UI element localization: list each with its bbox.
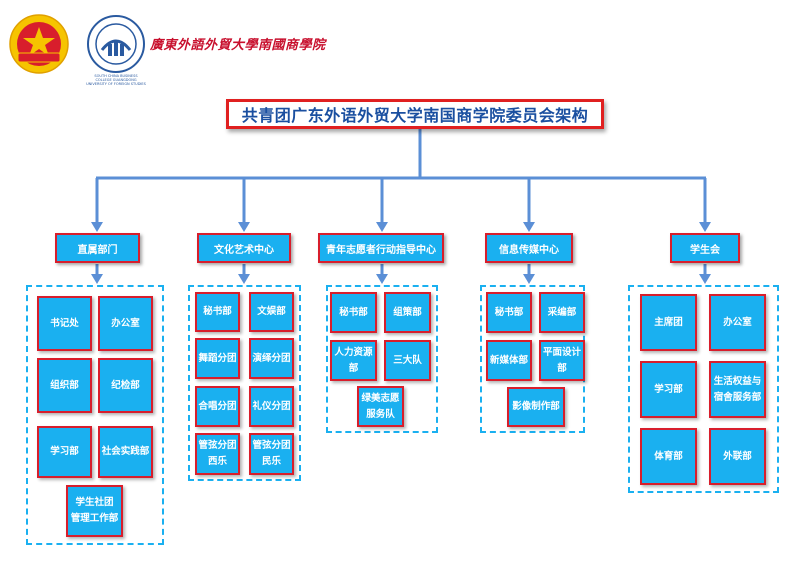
school-name: 廣東外語外貿大學南國商學院: [150, 38, 326, 53]
arrowhead-icon: [523, 222, 535, 232]
unit-box: 合唱分团: [195, 386, 240, 427]
unit-box: 社会实践部: [98, 426, 153, 478]
school-english-name: SOUTH CHINA BUSINESS COLLEGE GUANGDONG U…: [86, 74, 146, 86]
unit-box: 文娱部: [249, 292, 294, 332]
unit-box: 组织部: [37, 358, 92, 413]
unit-box: 主席团: [640, 294, 697, 351]
arrowhead-icon: [238, 274, 250, 284]
unit-box: 舞蹈分团: [195, 338, 240, 379]
arrowhead-icon: [376, 222, 388, 232]
group-student-union: [628, 285, 779, 493]
unit-box: 平面设计 部: [539, 340, 585, 381]
unit-box: 三大队: [384, 340, 431, 381]
group-direct: [26, 285, 164, 545]
unit-box: 采编部: [539, 292, 585, 333]
dept-media: 信息传媒中心: [485, 233, 573, 263]
org-chart-title: 共青团广东外语外贸大学南国商学院委员会架构: [226, 99, 604, 129]
unit-box: 秘书部: [330, 292, 377, 333]
arrowhead-icon: [91, 222, 103, 232]
arrowhead-icon: [238, 222, 250, 232]
group-volunteer: [326, 285, 438, 433]
arrowhead-icon: [523, 274, 535, 284]
unit-box: 绿美志愿 服务队: [357, 386, 404, 427]
communist-youth-league-emblem-icon: [9, 14, 69, 74]
unit-box: 体育部: [640, 428, 697, 485]
arrowhead-icon: [91, 274, 103, 284]
unit-box: 外联部: [709, 428, 766, 485]
dept-direct: 直属部门: [55, 233, 140, 263]
unit-box: 演绎分团: [249, 338, 294, 379]
group-culture-art: [188, 285, 301, 481]
arrowhead-icon: [699, 274, 711, 284]
dept-culture-art: 文化艺术中心: [197, 233, 291, 263]
unit-box: 影像制作部: [507, 387, 565, 427]
arrowhead-icon: [699, 222, 711, 232]
unit-box: 人力资源 部: [330, 340, 377, 381]
unit-box: 办公室: [98, 296, 153, 351]
unit-box: 书记处: [37, 296, 92, 351]
unit-box: 秘书部: [486, 292, 532, 333]
unit-box: 学生社团 管理工作部: [66, 485, 123, 537]
unit-box: 学习部: [640, 361, 697, 418]
unit-box: 学习部: [37, 426, 92, 478]
unit-box: 纪检部: [98, 358, 153, 413]
unit-box: 生活权益与 宿舍服务部: [709, 361, 766, 418]
unit-box: 秘书部: [195, 292, 240, 332]
arrowhead-icon: [376, 274, 388, 284]
unit-box: 组策部: [384, 292, 431, 333]
school-emblem-icon: [87, 15, 145, 73]
dept-volunteer: 青年志愿者行动指导中心: [318, 233, 444, 263]
unit-box: 办公室: [709, 294, 766, 351]
unit-box: 新媒体部: [486, 340, 532, 381]
dept-student-union: 学生会: [670, 233, 740, 263]
unit-box: 管弦分团 西乐: [195, 433, 240, 475]
unit-box: 礼仪分团: [249, 386, 294, 427]
unit-box: 管弦分团 民乐: [249, 433, 294, 475]
